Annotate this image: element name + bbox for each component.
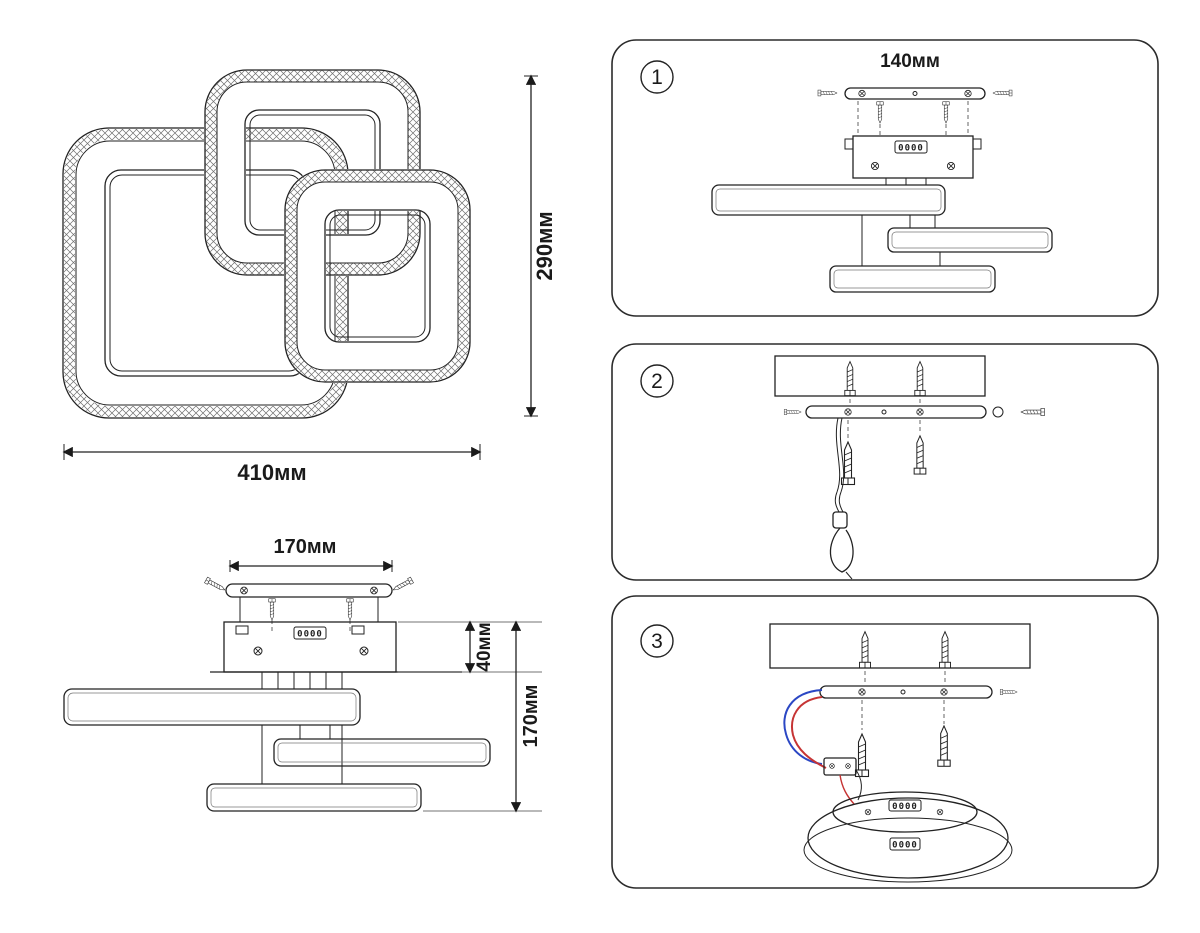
step-2-ceiling-slab <box>774 355 986 405</box>
step-3-display-front: 0000 <box>892 841 918 851</box>
step-3-wiring <box>783 689 862 805</box>
width-dimension-label: 410мм <box>237 460 306 485</box>
width-dimension: 410мм <box>62 444 482 485</box>
step-3-canopy: 0000 0000 <box>803 791 1013 883</box>
step-2-bracket <box>783 405 1045 419</box>
step-1-badge: 1 <box>640 60 674 94</box>
step-1-display: 0000 <box>898 144 924 154</box>
step-2-number: 2 <box>651 370 663 393</box>
step-1-rods <box>861 178 941 266</box>
step-1-bracket-width-label: 140мм <box>880 51 940 72</box>
red-wire <box>791 696 827 769</box>
step-1-number: 1 <box>651 66 663 89</box>
side-view-drawing: 170мм 0000 <box>63 536 542 813</box>
side-crystal-bar-3 <box>206 783 422 812</box>
step-3-badge: 3 <box>640 624 674 658</box>
side-total-height-label: 170мм <box>520 685 542 748</box>
screw-icon <box>268 598 276 621</box>
side-height-dimensions: 40мм 170мм <box>398 620 542 813</box>
step-1-crystal-bars <box>711 184 1053 293</box>
step-3-bracket <box>819 685 1018 699</box>
step-3-ceiling-slab <box>769 623 1031 684</box>
side-driver-box: 0000 <box>210 621 462 673</box>
step-3-number: 3 <box>651 630 663 653</box>
screw-icon <box>204 576 227 594</box>
height-dimension: 290мм <box>524 74 557 418</box>
step-2-hanging-wire <box>829 417 854 580</box>
step-3-screws <box>854 700 951 778</box>
step-2-screws <box>840 420 927 486</box>
red-wire-tail <box>839 774 855 805</box>
side-bracket-width-label: 170мм <box>274 536 337 558</box>
side-mounting-bracket <box>204 576 414 634</box>
side-display: 0000 <box>297 630 323 640</box>
screw-icon <box>391 576 414 594</box>
step-3-panel: 3 <box>611 595 1159 889</box>
screw-icon <box>346 598 354 621</box>
step-1-bracket <box>817 87 1013 138</box>
step-1-panel: 1 140мм 0000 <box>611 39 1159 317</box>
height-dimension-label: 290мм <box>532 211 557 280</box>
side-crystal-bar-1 <box>63 688 361 726</box>
side-rods <box>261 672 343 784</box>
step-1-driver-box: 0000 <box>844 135 982 179</box>
side-crystal-bar-2 <box>273 738 491 767</box>
ring-right <box>284 169 471 383</box>
step-2-badge: 2 <box>640 364 674 398</box>
top-view-drawing <box>62 69 471 419</box>
washer-icon <box>992 406 1004 418</box>
step-2-panel: 2 <box>611 343 1159 581</box>
wire-loop <box>829 527 854 573</box>
blue-wire <box>783 689 823 765</box>
step-3-display-top: 0000 <box>892 802 918 812</box>
side-body-height-label: 40мм <box>474 622 495 671</box>
